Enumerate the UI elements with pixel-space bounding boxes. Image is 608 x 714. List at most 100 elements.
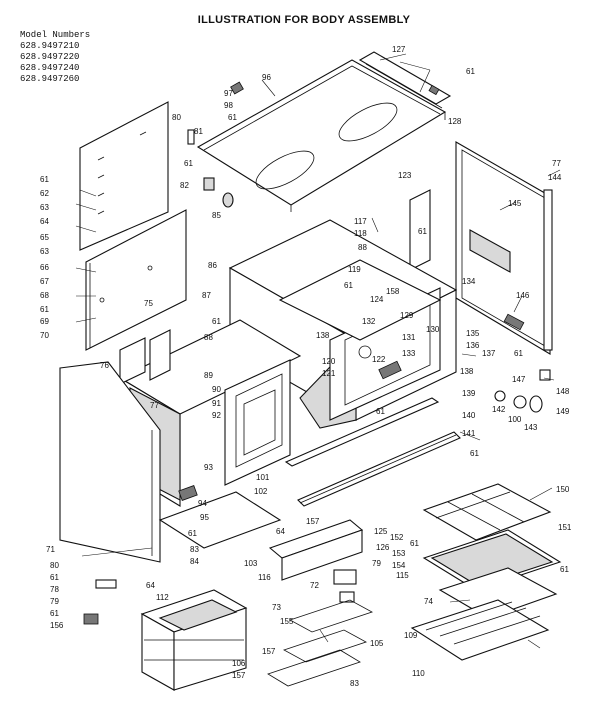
oven-cavity: [228, 219, 458, 429]
part-label: 109: [404, 631, 418, 640]
part-label: 77: [552, 159, 561, 168]
part-label: 155: [280, 617, 294, 626]
part-label: 123: [398, 171, 412, 180]
part-label: 70: [40, 331, 49, 340]
part-label: 136: [466, 341, 480, 350]
part-label: 61: [40, 175, 49, 184]
part-label: 151: [558, 523, 572, 532]
rear-panel: [79, 101, 169, 251]
part-label: 80: [50, 561, 59, 570]
part-label: 61: [212, 317, 221, 326]
model-number: 628.9497210: [20, 41, 80, 51]
top-rear-rail: [358, 51, 452, 109]
part-label: 71: [46, 545, 55, 554]
part-label: 90: [212, 385, 221, 394]
part-label: 117: [354, 217, 367, 226]
part-label: 79: [50, 597, 59, 606]
part-label: 120: [322, 357, 336, 366]
part-label: 96: [262, 73, 271, 82]
part-label: 98: [224, 101, 233, 110]
part-label: 91: [212, 399, 221, 408]
front-side-panel: [59, 361, 161, 563]
part-label: 157: [262, 647, 276, 656]
part-label: 115: [396, 571, 409, 580]
part-label: 157: [306, 517, 320, 526]
part-label: 152: [390, 533, 404, 542]
part-label: 86: [208, 261, 217, 270]
part-labels: 127 61 96 97 98 61 128 80 81 61 82 85 61…: [40, 45, 572, 688]
part-label: 154: [392, 561, 406, 570]
part-label: 150: [556, 485, 570, 494]
part-label: 131: [402, 333, 416, 342]
part-label: 143: [524, 423, 538, 432]
part-label: 147: [512, 375, 526, 384]
part-label: 80: [172, 113, 181, 122]
broiler-assembly: [410, 483, 562, 661]
part-label: 92: [212, 411, 221, 420]
part-label: 122: [372, 355, 386, 364]
part-label: 138: [460, 367, 474, 376]
right-side-panel: [409, 141, 553, 355]
part-label: 158: [386, 287, 400, 296]
part-label: 85: [212, 211, 221, 220]
model-number: 628.9497240: [20, 63, 80, 73]
top-panel: [196, 59, 447, 212]
part-label: 145: [508, 199, 522, 208]
part-label: 116: [258, 573, 271, 582]
part-label: 69: [40, 317, 49, 326]
part-label: 128: [448, 117, 462, 126]
part-label: 61: [376, 407, 385, 416]
part-label: 63: [40, 247, 49, 256]
part-label: 127: [392, 45, 406, 54]
part-label: 74: [424, 597, 433, 606]
part-label: 106: [232, 659, 246, 668]
part-label: 61: [40, 305, 49, 314]
part-label: 129: [400, 311, 414, 320]
part-label: 153: [392, 549, 406, 558]
part-label: 61: [50, 573, 59, 582]
part-label: 82: [180, 181, 189, 190]
part-label: 139: [462, 389, 476, 398]
part-label: 63: [40, 203, 49, 212]
part-label: 101: [256, 473, 270, 482]
part-label: 157: [232, 671, 246, 680]
part-label: 118: [354, 229, 367, 238]
part-label: 135: [466, 329, 480, 338]
part-label: 61: [228, 113, 237, 122]
part-label: 88: [204, 333, 213, 342]
left-side-panel: [85, 209, 187, 351]
part-label: 64: [146, 581, 155, 590]
part-label: 94: [198, 499, 207, 508]
part-label: 65: [40, 233, 49, 242]
model-number: 628.9497220: [20, 52, 80, 62]
part-label: 103: [244, 559, 258, 568]
part-label: 88: [358, 243, 367, 252]
part-label: 112: [156, 593, 169, 602]
part-label: 79: [372, 559, 381, 568]
hardware-parts: [494, 369, 551, 413]
part-label: 146: [516, 291, 530, 300]
part-label: 125: [374, 527, 388, 536]
part-label: 87: [202, 291, 211, 300]
part-label: 93: [204, 463, 213, 472]
part-label: 126: [376, 543, 390, 552]
part-label: 148: [556, 387, 570, 396]
part-label: 144: [548, 173, 562, 182]
part-label: 84: [190, 557, 199, 566]
part-label: 130: [426, 325, 440, 334]
part-label: 61: [560, 565, 569, 574]
part-label: 62: [40, 189, 49, 198]
part-label: 156: [50, 621, 64, 630]
part-label: 133: [402, 349, 416, 358]
part-label: 110: [412, 669, 425, 678]
part-label: 78: [50, 585, 59, 594]
part-label: 61: [184, 159, 193, 168]
part-label: 61: [514, 349, 523, 358]
part-label: 72: [310, 581, 319, 590]
part-label: 132: [362, 317, 376, 326]
leader-lines: [75, 53, 561, 649]
model-numbers: Model Numbers 628.9497210 628.9497220 62…: [20, 30, 90, 85]
diagram-title: ILLUSTRATION FOR BODY ASSEMBLY: [197, 14, 411, 26]
part-label: 76: [100, 361, 109, 370]
